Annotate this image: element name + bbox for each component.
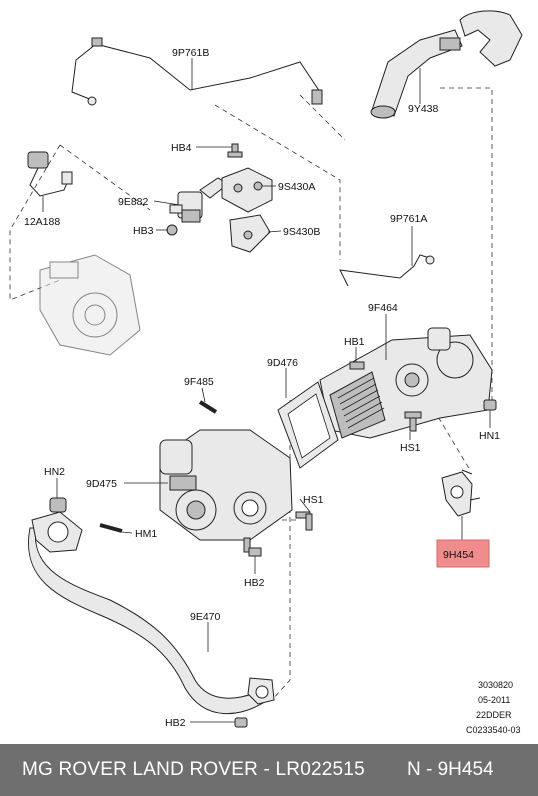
egr-pipe-9E470 — [28, 511, 275, 715]
label-HN2: HN2 — [44, 466, 65, 478]
part-labels: 9P761B 9Y438 HB4 9S430A 9E882 12A188 HB3… — [24, 47, 500, 729]
meta-line-4: C0233540-03 — [466, 725, 521, 735]
label-HS1-lower: HS1 — [303, 494, 324, 506]
bolt-HB2-lower — [234, 717, 248, 728]
highlight-box-9H454 — [436, 539, 490, 568]
label-HM1: HM1 — [135, 528, 157, 540]
stud-HS1-upper — [404, 411, 422, 432]
pin-9F485 — [198, 400, 218, 414]
bolt-HB3 — [166, 224, 178, 236]
label-9P761B: 9P761B — [172, 47, 209, 59]
stud-HS1-lower — [295, 511, 313, 531]
leader-lines — [42, 58, 491, 723]
vacuum-hose-9P761A — [339, 254, 435, 287]
parts-diagram: 9P761B 9Y438 HB4 9S430A 9E882 12A188 HB3… — [9, 10, 523, 735]
label-9S430A: 9S430A — [278, 181, 315, 193]
label-HB2-lower: HB2 — [165, 717, 186, 729]
bolt-HB4 — [227, 143, 243, 158]
bolt-HB2-upper — [243, 537, 262, 557]
label-9F485: 9F485 — [184, 376, 214, 388]
meta-line-2: 05-2011 — [478, 695, 510, 705]
gasket-9H454 — [441, 469, 481, 517]
vacuum-valve-9E882 — [169, 177, 229, 223]
meta-line-1: 3030820 — [478, 680, 513, 690]
coolant-hose-9Y438 — [370, 10, 523, 119]
label-HB3: HB3 — [133, 225, 154, 237]
footer-bar: MG ROVER LAND ROVER - LR022515 N - 9H454 — [0, 744, 538, 796]
sensor-12A188 — [27, 151, 73, 197]
label-9E882: 9E882 — [118, 196, 149, 208]
drawing-metadata: 3030820 05-2011 22DDER C0233540-03 — [466, 680, 521, 735]
footer-part-number: N - 9H454 — [407, 759, 494, 780]
gasket-9D476 — [277, 381, 339, 469]
bolt-HB1 — [349, 361, 365, 370]
stud-HM1 — [99, 523, 123, 533]
meta-line-3: 22DDER — [476, 710, 512, 720]
label-9S430B: 9S430B — [283, 226, 320, 238]
label-9P761A: 9P761A — [390, 213, 427, 225]
label-12A188: 12A188 — [24, 216, 60, 228]
hose-clamp-HN2 — [49, 497, 67, 513]
hose-clip-HN1 — [483, 399, 497, 411]
bracket-9S430B — [229, 214, 271, 253]
label-HB2-upper: HB2 — [244, 577, 265, 589]
label-HB1: HB1 — [344, 336, 365, 348]
label-9Y438: 9Y438 — [408, 103, 439, 115]
label-HS1-upper: HS1 — [400, 442, 421, 454]
footer-part-reference: MG ROVER LAND ROVER - LR022515 — [22, 759, 365, 780]
label-HB4: HB4 — [171, 142, 192, 154]
label-9H454: 9H454 — [443, 549, 474, 561]
egr-valve-9D475 — [159, 429, 293, 541]
label-9D475: 9D475 — [86, 478, 117, 490]
label-9F464: 9F464 — [368, 302, 398, 314]
fuel-pump-ghost — [39, 254, 141, 356]
bracket-9S430A — [221, 167, 273, 213]
label-HN1: HN1 — [479, 430, 500, 442]
label-9D476: 9D476 — [267, 357, 298, 369]
vacuum-hose-9P761B — [71, 37, 323, 106]
egr-cooler-9F464 — [319, 327, 493, 439]
label-9E470: 9E470 — [190, 611, 221, 623]
